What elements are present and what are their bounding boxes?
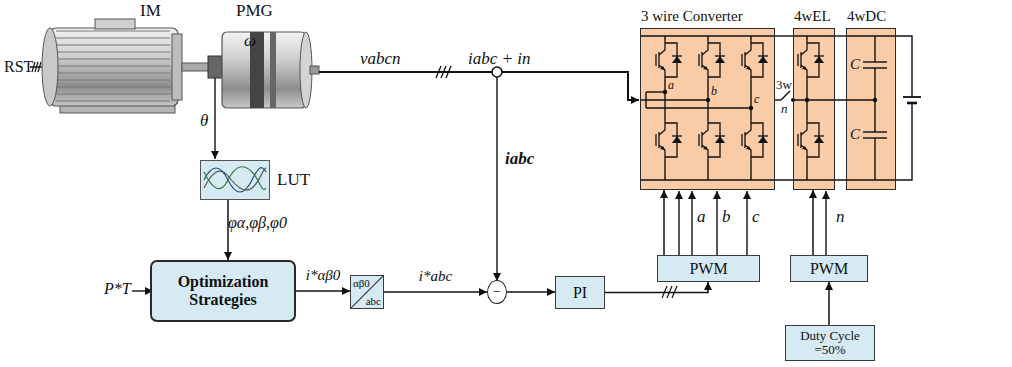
voltage-label: vabcn xyxy=(360,50,401,69)
signal-connector xyxy=(605,282,708,293)
machine-label: PMG xyxy=(236,2,273,21)
node-text: − xyxy=(493,284,501,299)
gate-label: n xyxy=(836,208,845,227)
summing-junction: − xyxy=(487,280,507,304)
capacitor-label: C xyxy=(850,56,860,73)
node-text: 3 wire Converter xyxy=(641,8,743,25)
current-label: iabc xyxy=(505,150,534,169)
node-text: PWM xyxy=(810,260,848,278)
neutral-label: n xyxy=(781,102,788,116)
signal-label: φα,φβ,φ0 xyxy=(228,214,287,232)
reference-label: P*T xyxy=(104,280,131,298)
signal-connector xyxy=(384,291,487,293)
signal-label: i*abc xyxy=(417,268,454,285)
gate-label: b xyxy=(722,208,731,227)
phase-label: b xyxy=(711,85,717,98)
pwm-box: PWM xyxy=(790,255,868,282)
node-text: LUT xyxy=(277,171,310,190)
signal-connector xyxy=(663,190,665,255)
converter-box: 3 wire Converter xyxy=(640,28,775,190)
gate-label: a xyxy=(697,208,706,227)
signal-connector xyxy=(296,290,350,292)
node-text: PWM xyxy=(689,260,727,278)
signal-connector xyxy=(507,291,555,293)
angle-label: θ xyxy=(200,112,208,131)
transform-box: αβ0 abc xyxy=(350,275,384,309)
signal-connector xyxy=(835,35,846,36)
optimization-box: Optimization Strategies xyxy=(150,260,296,322)
machine-label: IM xyxy=(140,2,161,21)
phase-label: a xyxy=(668,79,674,92)
current-label: iabc + in xyxy=(468,50,530,69)
switch-label: 3w xyxy=(776,78,792,92)
node-text: 4wDC xyxy=(847,8,886,25)
leg-box: 4wEL xyxy=(793,28,835,190)
node-text: Optimization Strategies xyxy=(152,273,294,308)
pi-controller-box: PI xyxy=(555,276,605,309)
node-text: αβ0 xyxy=(353,277,370,289)
node-text: Duty Cycle =50% xyxy=(786,329,874,358)
pwm-box: PWM xyxy=(657,255,760,282)
signal-connector xyxy=(812,190,814,255)
capacitor-label: C xyxy=(850,126,860,143)
signal-label: i*αβ0 xyxy=(304,267,343,284)
gate-label: c xyxy=(752,208,760,227)
phase-label: c xyxy=(754,93,759,106)
node-text: abc xyxy=(366,295,381,307)
node-text: PI xyxy=(573,284,587,302)
node-text: 4wEL xyxy=(794,8,831,25)
duty-cycle-box: Duty Cycle =50% xyxy=(785,325,875,361)
dc-link-box: 4wDC xyxy=(846,28,896,190)
lookup-table-box: LUT xyxy=(200,160,270,200)
supply-label: RST xyxy=(4,58,33,76)
signal-connector xyxy=(828,282,830,325)
signal-connector xyxy=(775,35,793,36)
speed-label: ω xyxy=(244,32,256,51)
